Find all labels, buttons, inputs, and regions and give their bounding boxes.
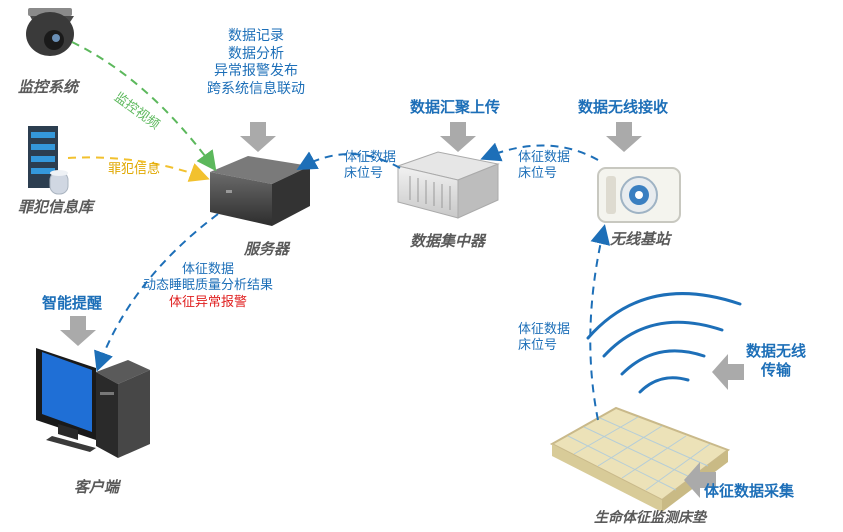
desktop-computer-icon <box>36 348 150 458</box>
link-monitor-server <box>71 41 217 172</box>
heading-aggregate-upload: 数据汇聚上传 <box>410 98 501 116</box>
server-function-item: 异常报警发布 <box>214 63 298 79</box>
heading-wireless-transmit-line2: 传输 <box>760 360 791 379</box>
wireless-signal-icon <box>586 292 742 394</box>
link-label-line: 体征数据 <box>518 322 571 337</box>
link-label-line: 床位号 <box>344 166 384 182</box>
link-label-line: 床位号 <box>518 166 558 182</box>
server-box-icon <box>210 156 310 226</box>
link-label-mattress-base: 体征数据 床位号 <box>518 322 570 355</box>
node-label-monitor: 监控系统 <box>18 78 79 96</box>
server-function-item: 数据分析 <box>228 45 284 62</box>
heading-vital-collect: 体征数据采集 <box>704 482 795 500</box>
heading-smart-alert: 智能提醒 <box>42 294 103 312</box>
heading-wireless-transmit: 数据无线 传输 <box>744 342 808 380</box>
link-db-server <box>67 156 210 182</box>
alert-label: 体征异常报警 <box>168 294 247 310</box>
heading-wireless-receive: 数据无线接收 <box>578 98 669 116</box>
node-label-mattress: 生命体征监测床垫 <box>594 510 706 526</box>
sensor-mattress-icon <box>549 406 731 512</box>
node-label-base-station: 无线基站 <box>610 230 671 248</box>
heading-wireless-transmit-line1: 数据无线 <box>745 342 806 360</box>
gray-process-arrows <box>60 122 744 498</box>
camera-icon <box>26 8 74 56</box>
database-server-icon <box>28 126 69 195</box>
link-label-line: 动态睡眠质量分析结果 <box>142 278 273 294</box>
link-label-base-concentrator: 体征数据 床位号 <box>518 150 570 183</box>
link-label-line: 床位号 <box>518 338 558 354</box>
link-base-concentrator <box>480 142 599 162</box>
node-label-criminal-db: 罪犯信息库 <box>18 198 94 216</box>
server-functions: 数据记录 数据分析 异常报警发布 跨系统信息联动 <box>200 28 312 98</box>
server-function-item: 跨系统信息联动 <box>207 80 305 97</box>
node-label-concentrator: 数据集中器 <box>410 232 486 250</box>
node-label-server: 服务器 <box>244 240 290 258</box>
link-label-line: 体征数据 <box>344 150 397 165</box>
link-label-server-client: 体征数据 动态睡眠质量分析结果 体征异常报警 <box>122 262 294 311</box>
link-label-line: 体征数据 <box>518 150 571 165</box>
link-label-line: 体征数据 <box>181 262 234 277</box>
link-server-client <box>94 213 219 372</box>
link-label-concentrator-server: 体征数据 床位号 <box>344 150 396 183</box>
rack-unit-icon <box>396 151 500 219</box>
link-label-criminal-info: 罪犯信息 <box>108 162 161 177</box>
wireless-base-icon <box>597 167 681 223</box>
link-mattress-base <box>589 224 611 421</box>
server-function-item: 数据记录 <box>228 28 284 44</box>
node-label-client: 客户端 <box>74 478 120 496</box>
